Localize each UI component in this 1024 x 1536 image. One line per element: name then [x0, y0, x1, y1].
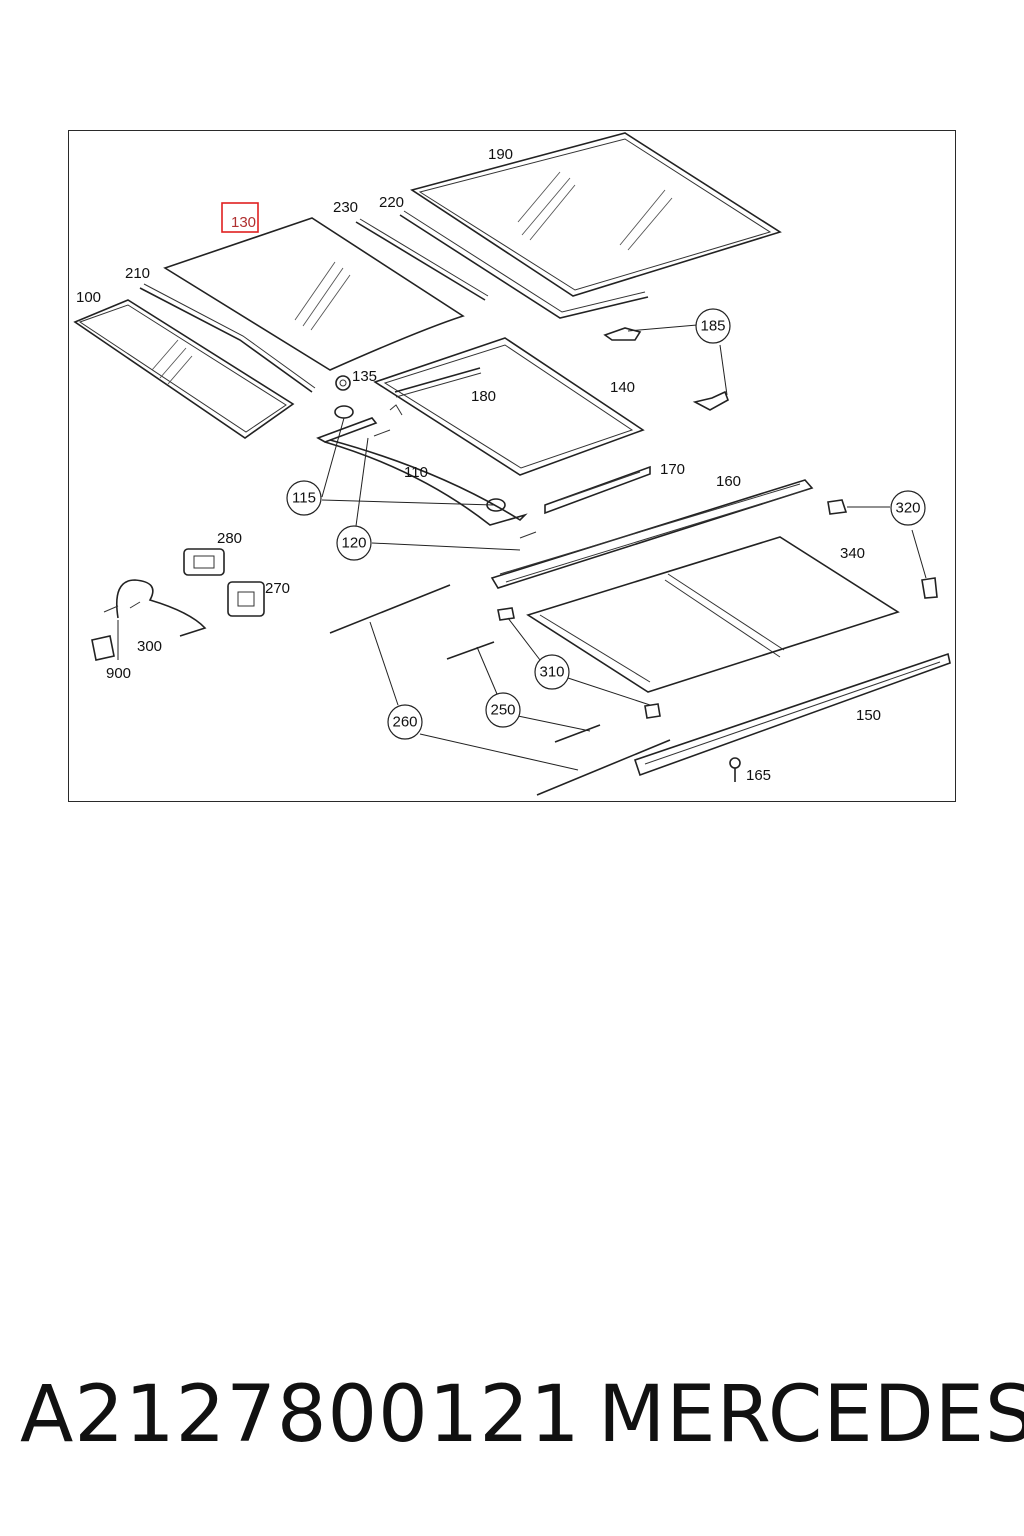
- part-190-rear-glass: [410, 132, 782, 297]
- label-190: 190: [488, 146, 513, 163]
- label-100: 100: [76, 289, 101, 306]
- label-230: 230: [333, 199, 358, 216]
- part-180-strip: [394, 367, 482, 398]
- bubble-120: 120: [336, 525, 372, 561]
- label-120: 120: [341, 535, 366, 552]
- label-900: 900: [106, 665, 131, 682]
- part-280-motor: [183, 548, 225, 576]
- part-340-sunshade: [526, 536, 900, 693]
- label-115: 115: [292, 490, 316, 507]
- part-160-rail: [490, 479, 814, 589]
- label-170: 170: [660, 461, 685, 478]
- part-165-screw: [729, 757, 741, 782]
- label-165: 165: [746, 767, 771, 784]
- label-135: 135: [352, 368, 377, 385]
- bubble-250: 250: [485, 692, 521, 728]
- label-280: 280: [217, 530, 242, 547]
- label-220: 220: [379, 194, 404, 211]
- bubble-310: 310: [534, 654, 570, 690]
- part-260-cables: [329, 584, 671, 796]
- part-220-seal: [399, 210, 649, 319]
- part-250-springs: [446, 641, 601, 743]
- label-150: 150: [856, 707, 881, 724]
- part-210-seal: [139, 283, 316, 393]
- label-270: 270: [265, 580, 290, 597]
- label-210: 210: [125, 265, 150, 282]
- brand-name: MERCEDES: [598, 1370, 1024, 1460]
- part-270-motor: [227, 581, 265, 617]
- label-110: 110: [404, 464, 428, 481]
- label-250: 250: [490, 702, 515, 719]
- part-150-rail: [633, 652, 951, 777]
- label-260: 260: [392, 714, 417, 731]
- part-185-brackets: [603, 327, 729, 411]
- label-310: 310: [539, 664, 564, 681]
- part-900-tag: [91, 635, 115, 661]
- part-320-clips: [827, 499, 938, 599]
- label-185: 185: [700, 318, 725, 335]
- part-300-harness: [103, 579, 207, 637]
- part-120-clips: [373, 429, 537, 539]
- footer: A2127800121 MERCEDES: [20, 1370, 1024, 1470]
- bubble-260: 260: [387, 704, 423, 740]
- bubble-320: 320: [890, 490, 926, 526]
- diagram-frame: [68, 130, 956, 802]
- highlight-130: 130: [221, 202, 259, 233]
- label-160: 160: [716, 473, 741, 490]
- leader-lines: [117, 324, 927, 771]
- bubble-115: 115: [286, 480, 322, 516]
- label-300: 300: [137, 638, 162, 655]
- part-110-crossmember: [316, 404, 528, 526]
- part-310-brackets: [497, 607, 661, 719]
- label-180: 180: [471, 388, 496, 405]
- part-135-stud: [335, 375, 351, 391]
- label-130: 130: [231, 214, 256, 231]
- part-140-frame: [373, 337, 645, 476]
- label-340: 340: [840, 545, 865, 562]
- label-320: 320: [895, 500, 920, 517]
- bubble-185: 185: [695, 308, 731, 344]
- part-130-front-glass: [163, 217, 465, 371]
- part-number: A2127800121: [20, 1370, 581, 1460]
- label-140: 140: [610, 379, 635, 396]
- part-100-deflector: [73, 299, 295, 439]
- part-170-bar: [544, 465, 651, 515]
- part-230-seal: [355, 218, 489, 301]
